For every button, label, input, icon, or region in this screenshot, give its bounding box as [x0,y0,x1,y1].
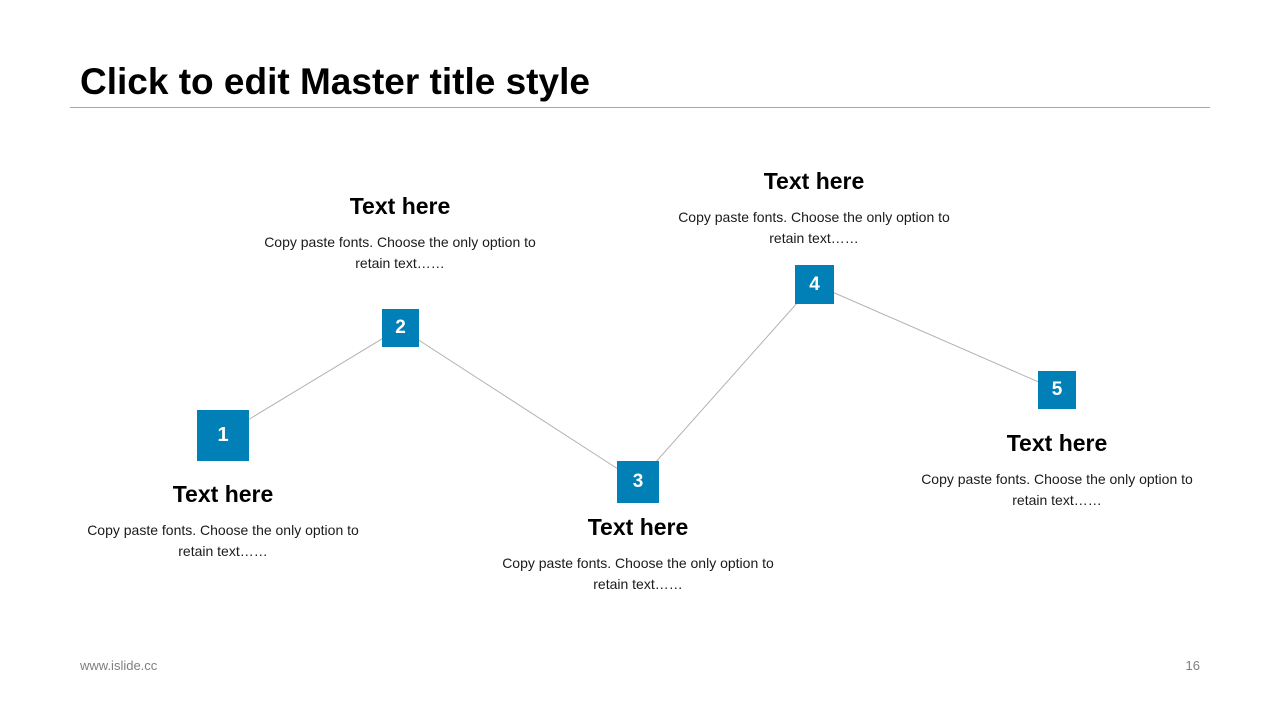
step-1-heading[interactable]: Text here [172,481,274,507]
step-2-description[interactable]: Copy paste fonts. Choose the only option… [264,234,536,271]
step-3-number: 3 [632,471,644,492]
step-4-heading[interactable]: Text here [763,168,865,194]
title-divider [70,107,1210,108]
footer-url: www.islide.cc [80,658,158,673]
page-number: 16 [1185,658,1200,673]
step-5-number: 5 [1051,379,1063,400]
slide-title[interactable]: Click to edit Master title style [80,61,590,102]
step-5-heading[interactable]: Text here [1006,430,1108,456]
step-1-text: Text here Copy paste fonts. Choose the o… [73,480,373,562]
step-3-heading[interactable]: Text here [587,514,689,540]
step-4-marker: 4 [795,265,834,304]
step-5-description[interactable]: Copy paste fonts. Choose the only option… [921,471,1193,508]
step-4-number: 4 [809,273,820,295]
step-5-marker: 5 [1038,371,1076,409]
step-2-heading[interactable]: Text here [349,193,451,219]
step-2-marker: 2 [382,309,419,347]
step-1-marker: 1 [197,410,249,461]
step-1-description[interactable]: Copy paste fonts. Choose the only option… [87,522,359,559]
step-4-description[interactable]: Copy paste fonts. Choose the only option… [678,209,950,246]
step-4-text: Text here Copy paste fonts. Choose the o… [664,167,964,249]
step-3-marker: 3 [617,461,659,503]
step-3-text: Text here Copy paste fonts. Choose the o… [488,513,788,595]
step-5-text: Text here Copy paste fonts. Choose the o… [907,429,1207,511]
step-1-number: 1 [217,424,229,446]
step-3-description[interactable]: Copy paste fonts. Choose the only option… [502,555,774,592]
step-2-text: Text here Copy paste fonts. Choose the o… [250,192,550,274]
step-2-number: 2 [395,317,406,338]
